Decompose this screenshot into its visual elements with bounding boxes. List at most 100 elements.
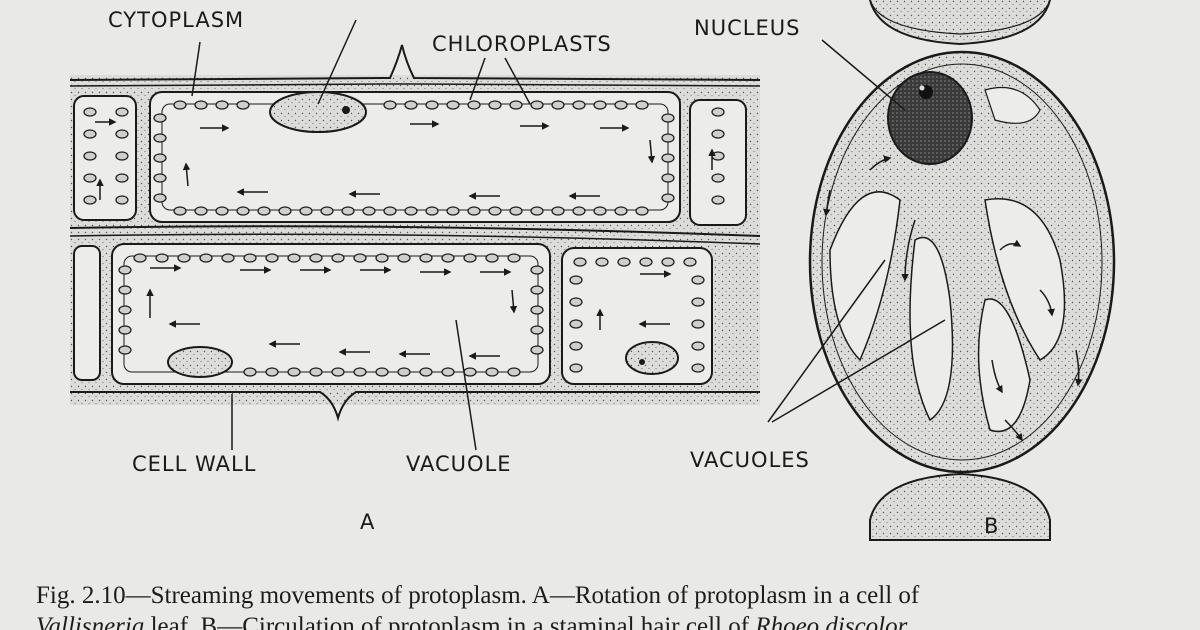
chloroplast — [243, 253, 257, 263]
panel-b-diagram — [767, 0, 1116, 541]
chloroplast — [353, 367, 367, 377]
caption-species-b: Rhoeo discolor — [755, 613, 908, 630]
chloroplast — [118, 285, 132, 295]
chloroplast — [299, 206, 313, 216]
nucleus-lower — [167, 346, 233, 378]
chloroplast — [661, 193, 675, 203]
chloroplast — [661, 113, 675, 123]
chloroplast — [593, 206, 607, 216]
stream-arrow — [182, 162, 191, 187]
chloroplast — [572, 100, 586, 110]
chloroplast — [320, 206, 334, 216]
chloroplast — [425, 206, 439, 216]
chloroplast — [243, 367, 257, 377]
chloroplast — [153, 193, 167, 203]
cell-lower-middle — [111, 243, 551, 385]
chloroplast — [194, 206, 208, 216]
chloroplast — [83, 151, 97, 161]
chloroplast — [617, 257, 631, 267]
chloroplast — [118, 265, 132, 275]
chloroplast — [155, 253, 169, 263]
chloroplast — [711, 151, 725, 161]
chloroplast — [153, 133, 167, 143]
chloroplast — [115, 195, 129, 205]
chloroplast — [287, 253, 301, 263]
chloroplast — [573, 257, 587, 267]
chloroplast — [341, 206, 355, 216]
chloroplast — [118, 345, 132, 355]
chloroplast — [691, 319, 705, 329]
cell-upper-left — [73, 95, 137, 221]
chloroplast — [467, 206, 481, 216]
chloroplast — [614, 206, 628, 216]
cell-lower-left — [73, 245, 101, 381]
figure-caption: Fig. 2.10—Streaming movements of protopl… — [36, 580, 1186, 630]
chloroplast — [614, 100, 628, 110]
chloroplast — [569, 341, 583, 351]
chloroplast — [115, 129, 129, 139]
chloroplast-group — [83, 100, 725, 377]
vacuole-b-3 — [984, 198, 1066, 361]
label-cell-wall: CELL WALL — [132, 452, 257, 476]
chloroplast — [635, 100, 649, 110]
chloroplast — [153, 153, 167, 163]
chloroplast — [309, 367, 323, 377]
chloroplast — [375, 367, 389, 377]
chloroplast — [115, 173, 129, 183]
chloroplast — [173, 100, 187, 110]
chloroplast — [639, 257, 653, 267]
chloroplast — [711, 173, 725, 183]
chloroplast — [118, 325, 132, 335]
chloroplast — [199, 253, 213, 263]
chloroplast — [404, 206, 418, 216]
chloroplast — [661, 153, 675, 163]
chloroplast — [463, 367, 477, 377]
chloroplast — [661, 133, 675, 143]
chloroplast — [507, 253, 521, 263]
chloroplast — [661, 257, 675, 267]
chloroplast — [530, 100, 544, 110]
chloroplast — [691, 363, 705, 373]
chloroplast — [278, 206, 292, 216]
label-nucleus: NUCLEUS — [694, 16, 801, 40]
chloroplast — [661, 173, 675, 183]
chloroplast — [691, 297, 705, 307]
chloroplast — [153, 173, 167, 183]
vacuole-b-5 — [984, 86, 1041, 124]
chloroplast — [446, 206, 460, 216]
chloroplast — [153, 113, 167, 123]
chloroplast — [509, 206, 523, 216]
chloroplast — [83, 129, 97, 139]
chloroplast — [441, 367, 455, 377]
chloroplast — [83, 173, 97, 183]
chloroplast — [507, 367, 521, 377]
cell-upper-middle — [149, 91, 681, 223]
chloroplast — [530, 325, 544, 335]
chloroplast — [711, 107, 725, 117]
chloroplast — [331, 367, 345, 377]
streaming-arrows-b — [823, 155, 1083, 442]
caption-line-1: Fig. 2.10—Streaming movements of protopl… — [36, 582, 920, 609]
chloroplast — [236, 206, 250, 216]
chloroplast — [397, 253, 411, 263]
chloroplast — [485, 253, 499, 263]
chloroplast — [265, 253, 279, 263]
chloroplast — [83, 107, 97, 117]
nucleus-lower-right — [625, 341, 679, 375]
label-cytoplasm: CYTOPLASM — [108, 8, 245, 32]
chloroplast — [383, 206, 397, 216]
chloroplast — [441, 253, 455, 263]
chloroplast — [118, 305, 132, 315]
label-vacuoles: VACUOLES — [690, 448, 810, 472]
chloroplast — [287, 367, 301, 377]
chloroplast — [530, 265, 544, 275]
chloroplast — [215, 100, 229, 110]
chloroplast — [593, 100, 607, 110]
chloroplast — [404, 100, 418, 110]
label-vacuole: VACUOLE — [406, 452, 512, 476]
chloroplast — [173, 206, 187, 216]
chloroplast — [133, 253, 147, 263]
nucleus-upper — [269, 91, 367, 133]
vacuole-b-1 — [829, 191, 901, 362]
